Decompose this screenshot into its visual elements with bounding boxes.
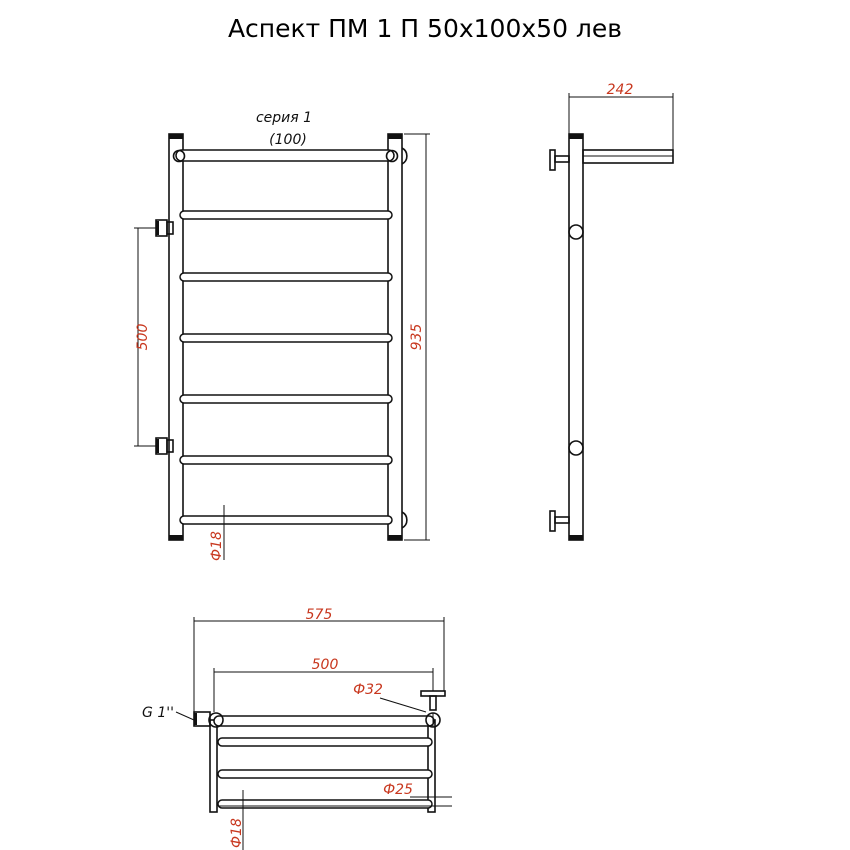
side-valve-top [549,149,570,171]
top-view-bar-3 [217,769,433,779]
rung-1 [179,210,393,220]
top-view: G 1'' Ф32 575 500 Ф25 Ф18 [142,607,452,850]
series-label: серия 1 [256,110,312,126]
connection-arc-bottom [401,511,408,529]
thread-label: G 1'' [142,705,174,721]
rung-4 [179,394,393,404]
dim-bar-diameter-top: Ф18 [229,818,245,848]
rung-3 [179,333,393,343]
side-connection-upper [568,224,584,240]
connection-arc-top [401,147,408,165]
valve-stem [429,695,437,711]
dim-connection-width: 500 [312,657,339,673]
top-right-rail [427,719,436,813]
rung-5 [179,455,393,465]
top-view-bar-2 [217,737,433,747]
left-post-cap-bottom [169,535,183,540]
top-left-rail [209,719,218,813]
rung-6 [179,515,393,525]
side-view: 242 [549,82,674,541]
side-post-cap-top [569,134,583,139]
top-view-end-left [208,712,224,728]
front-view: 500 935 Ф18 серия 1 (100) [134,110,430,561]
side-post-cap-bottom [569,535,583,540]
fitting-upper [155,219,174,237]
side-connection-lower [568,440,584,456]
left-post-cap-top [169,134,183,139]
top-bar-end-left [172,149,186,163]
dim-diameter-25: Ф25 [383,782,413,798]
dim-depth: 242 [607,82,634,98]
dim-bar-diameter-front: Ф18 [209,531,225,561]
dim-overall-width: 575 [306,607,333,623]
top-bar-end-right [385,149,399,163]
drawing-title: Аспект ПМ 1 П 50х100х50 лев [227,14,623,43]
side-valve-bottom [549,510,570,532]
dim-connection-spacing: 500 [135,324,151,351]
series-sub-label: (100) [269,132,307,148]
dim-overall-height: 935 [409,324,425,351]
right-post-cap-top [388,134,402,139]
fitting-lower [155,437,174,455]
rung-2 [179,272,393,282]
side-post [568,133,584,541]
dim-diameter-32: Ф32 [353,682,383,698]
top-view-bar-1 [213,715,435,727]
right-post-cap-bottom [388,535,402,540]
top-view-bar-4 [217,799,433,809]
top-bar [175,149,395,162]
